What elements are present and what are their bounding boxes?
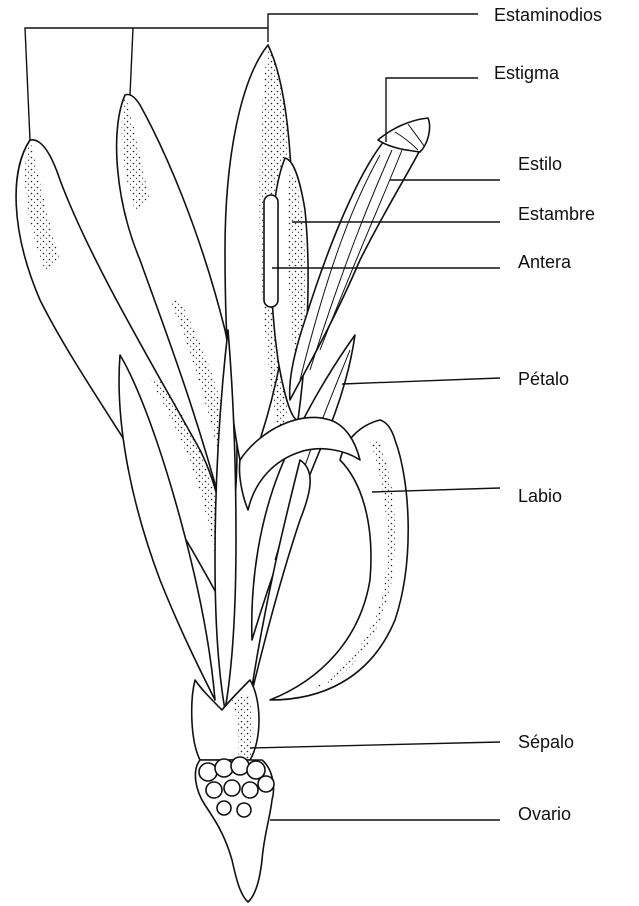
label-labio: Labio — [518, 487, 562, 505]
leader-petalo — [342, 378, 500, 384]
ovary — [195, 757, 274, 902]
label-petalo: Pétalo — [518, 370, 569, 388]
label-estilo: Estilo — [518, 155, 562, 173]
label-estigma: Estigma — [494, 64, 559, 82]
style — [290, 140, 420, 400]
leader-sepalo — [250, 742, 500, 748]
label-estambre: Estambre — [518, 205, 595, 223]
label-sepalo: Sépalo — [518, 733, 574, 751]
label-ovario: Ovario — [518, 805, 571, 823]
label-estaminodios: Estaminodios — [494, 6, 602, 24]
anther — [264, 195, 278, 307]
label-antera: Antera — [518, 253, 571, 271]
